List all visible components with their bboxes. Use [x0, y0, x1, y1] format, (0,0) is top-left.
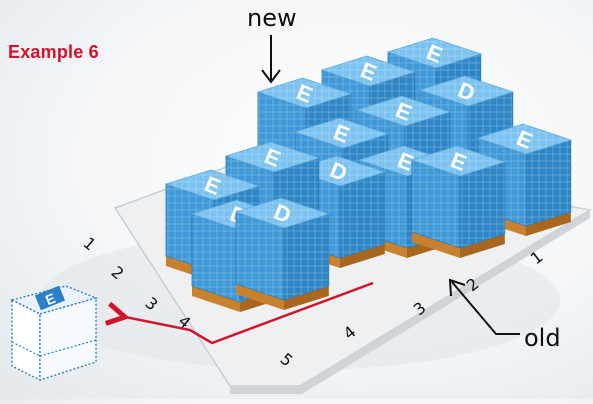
pallet-front	[192, 286, 240, 312]
arrow-down-icon	[261, 35, 281, 84]
box-top-grid	[357, 96, 450, 126]
box-top-grid	[420, 76, 513, 106]
box-top-grid	[388, 38, 481, 68]
new-label: new	[247, 4, 297, 32]
box-top-grid	[478, 124, 571, 154]
arrow-up-left-icon	[448, 278, 520, 335]
pallet-front	[236, 284, 284, 310]
box-top-grid	[412, 146, 505, 176]
box-front-grid	[236, 212, 284, 300]
box-top-grid	[258, 78, 351, 108]
example-title: Example 6	[8, 42, 99, 62]
box-top-grid	[226, 142, 319, 172]
box-front-grid	[192, 214, 240, 302]
pallet-stack: E	[410, 145, 507, 258]
box-top-grid	[166, 170, 259, 200]
pallet-front	[412, 232, 460, 258]
pallet-stack: D	[234, 197, 331, 310]
box-stacks: EEEDEEEEDEEEDD	[164, 37, 573, 312]
box-front-grid	[412, 160, 460, 248]
box-side-grid	[526, 140, 571, 226]
box-side-grid	[340, 172, 385, 258]
row-number: 1	[527, 247, 547, 268]
pallet-side	[284, 286, 329, 310]
pick-route-arrow	[120, 281, 374, 345]
box-top-grid	[322, 56, 415, 86]
box-top-grid	[236, 198, 329, 228]
pallet-side	[526, 212, 571, 236]
row-number: 1	[80, 233, 100, 254]
old-label: old	[524, 324, 561, 352]
box-side-grid	[284, 214, 329, 300]
pallet-side	[340, 244, 385, 268]
box-top-grid	[295, 118, 388, 148]
open-box-icon: E	[10, 285, 99, 382]
pallet-side	[460, 234, 505, 258]
box-side-grid	[460, 162, 505, 248]
